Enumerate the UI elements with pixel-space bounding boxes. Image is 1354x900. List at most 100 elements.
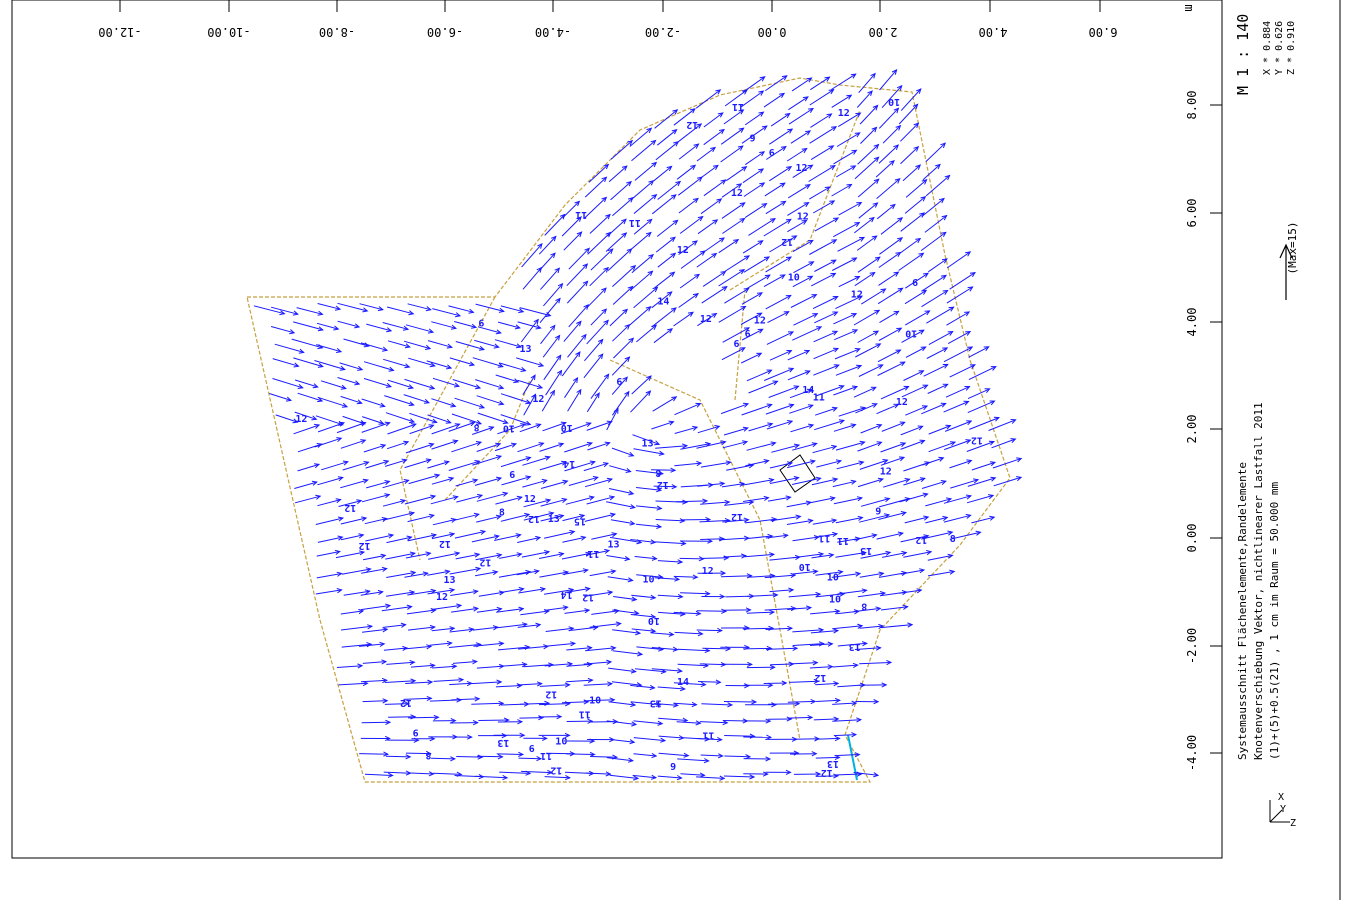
displacement-arrow-head [648,253,655,260]
displacement-arrow-head [692,240,698,246]
displacement-arrow-head [765,756,772,762]
vector-value-label: 10 [905,328,917,339]
displacement-arrow [633,194,657,214]
displacement-arrow-head [338,421,346,427]
displacement-arrow-head [875,606,882,612]
displacement-arrow-head [788,587,795,593]
displacement-arrow-head [856,496,864,502]
displacement-arrow-head [472,606,480,612]
displacement-arrow [474,477,502,486]
displacement-arrow [449,357,475,366]
displacement-arrow [523,394,536,416]
displacement-arrow-head [676,668,683,674]
displacement-arrow [899,493,928,503]
displacement-arrow-head [451,663,458,670]
plot-frame [11,0,1223,859]
displacement-arrow-head [869,271,876,278]
displacement-arrow-head [385,603,392,609]
displacement-arrow [831,73,856,90]
displacement-arrow [589,214,611,234]
displacement-arrow-head [738,127,745,133]
displacement-arrow [651,421,674,430]
displacement-arrow [792,326,822,341]
displacement-arrow [543,283,563,307]
displacement-arrow-head [574,200,581,207]
displacement-arrow-head [722,719,729,726]
displacement-arrow [787,607,811,610]
displacement-arrow [651,632,674,636]
displacement-arrow-head [550,324,556,331]
displacement-arrow [699,519,730,523]
displacement-arrow-head [901,550,908,556]
displacement-arrow [611,681,642,686]
displacement-arrow-head [597,353,604,360]
displacement-arrow [517,442,544,453]
displacement-arrow [721,575,752,578]
displacement-arrow [900,535,929,543]
displacement-arrow [834,773,862,776]
displacement-arrow-head [696,123,703,129]
displacement-arrow-head [450,324,458,330]
displacement-arrow [562,536,586,543]
displacement-arrow [636,505,662,509]
displacement-arrow [500,513,530,522]
displacement-arrow [786,148,807,162]
displacement-arrow [836,132,860,147]
displacement-arrow [858,73,876,94]
displacement-arrow-head [719,593,726,600]
displacement-arrow-head [682,499,689,505]
displacement-arrow-head [425,750,432,757]
displacement-arrow-head [904,497,911,503]
triad-y-label: Y [1280,804,1286,815]
displacement-arrow-head [334,305,342,311]
displacement-arrow [678,143,699,160]
displacement-arrow-head [406,604,413,610]
displacement-arrow-head [656,505,663,511]
displacement-arrow-head [878,623,885,630]
displacement-arrow [585,647,616,652]
right-axis-ticks [1210,104,1222,754]
displacement-arrow-head [942,363,949,369]
displacement-arrow [793,313,818,326]
displacement-arrow [605,232,627,252]
displacement-arrow [386,661,415,665]
displacement-arrow-head [811,751,818,757]
displacement-arrow-head [917,425,924,431]
displacement-arrow [788,96,809,111]
displacement-arrow [833,313,857,325]
displacement-arrow [517,624,541,628]
displacement-arrow-head [719,536,725,542]
displacement-arrow [631,375,652,395]
displacement-arrow-head [920,346,927,352]
displacement-arrow [609,309,628,327]
displacement-arrow [539,443,564,452]
displacement-arrow-head [400,622,407,628]
displacement-arrow-head [627,139,634,146]
displacement-arrow [317,422,345,433]
displacement-arrow [922,164,941,181]
displacement-arrow [566,647,592,651]
displacement-arrow-head [838,385,845,390]
vector-value-label: 12 [796,163,808,174]
displacement-arrow-head [604,548,611,554]
displacement-arrow-head [894,178,901,184]
displacement-arrow [472,426,494,435]
displacement-arrow-head [850,73,857,79]
displacement-arrow [723,109,744,125]
displacement-arrow-head [828,89,835,95]
displacement-arrow [838,112,861,128]
displacement-arrow [476,492,508,502]
displacement-arrow [657,253,676,268]
displacement-arrow-head [670,194,677,200]
displacement-arrow-head [913,146,920,152]
displacement-arrow [946,311,970,326]
displacement-arrow-head [904,478,911,483]
displacement-arrow-head [381,517,388,522]
displacement-arrow-head [382,627,389,633]
displacement-arrow-head [781,680,788,686]
displacement-arrow-head [648,180,655,186]
displacement-arrow-head [545,498,552,504]
displacement-arrow [700,754,723,757]
displacement-arrow-head [380,553,387,559]
displacement-arrow [835,165,856,178]
